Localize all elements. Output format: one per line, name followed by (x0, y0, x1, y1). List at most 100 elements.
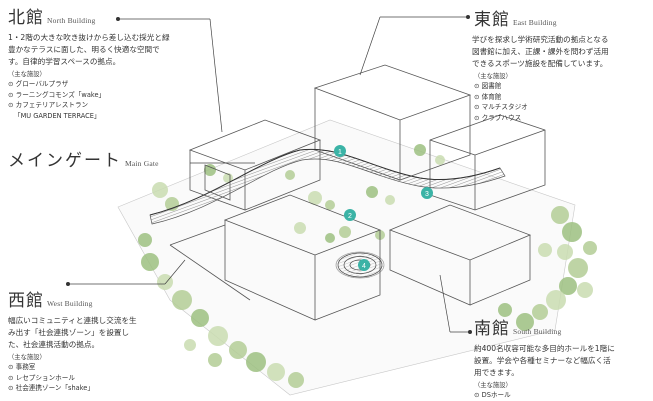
north-desc-line: 1・2階の大きな吹き抜けから差し込む採光と緑 (8, 32, 170, 42)
tree-icon (246, 352, 266, 372)
east-title-jp: 東館 (474, 10, 510, 30)
west-facility: ⊙ 社会連携ゾーン「shake」 (8, 384, 94, 393)
east-desc-line: 学びを探求し学術研究活動の拠点となる (472, 34, 609, 44)
tree-icon (184, 339, 196, 351)
south-desc-line: 約400名収容可能な多目的ホールを1階に (474, 343, 615, 353)
tree-icon (583, 241, 597, 255)
tree-icon (172, 290, 192, 310)
tree-icon (559, 277, 577, 295)
tree-icon (229, 341, 247, 359)
west-desc-line: み出す「社会連携ゾーン」を設置し (8, 327, 130, 337)
north-facility: 「MU GARDEN TERRACE」 (14, 111, 101, 120)
tree-icon (551, 206, 569, 224)
east-facility-label: （主な施設） (474, 72, 512, 80)
marker-3: 3 (421, 187, 433, 199)
tree-icon (208, 326, 228, 346)
marker-3-label: 3 (425, 191, 429, 198)
tree-icon (516, 313, 534, 331)
marker-2: 2 (344, 209, 356, 221)
tree-icon (562, 222, 582, 242)
tree-icon (339, 226, 351, 238)
trees-courtyard (294, 186, 395, 243)
north-facility: ⊙ ラーニングコモンズ「wake」 (8, 90, 106, 99)
tree-icon (208, 353, 222, 367)
marker-2-label: 2 (348, 213, 352, 220)
south-facility: ⊙ DSホール (474, 391, 511, 400)
west-title-jp: 西館 (8, 291, 44, 311)
tree-icon (267, 363, 285, 381)
leader-dots (66, 15, 472, 334)
west-description: 幅広いコミュニティと連携し交流を生 み出す「社会連携ゾーン」を設置し た、社会連… (8, 315, 188, 351)
east-desc-line: 図書館に加え、正課・課外を問わず活用 (472, 46, 609, 56)
north-facility: ⊙ グローバルプラザ (8, 80, 69, 89)
tree-icon (285, 170, 295, 180)
tree-icon (532, 304, 548, 320)
south-building-shape (388, 204, 532, 306)
west-title-en: West Building (47, 299, 93, 308)
tree-icon (538, 243, 552, 257)
tree-icon (498, 303, 512, 317)
east-description: 学びを探求し学術研究活動の拠点となる 図書館に加え、正課・課外を問わず活用 でき… (472, 34, 652, 70)
north-description: 1・2階の大きな吹き抜けから差し込む採光と緑 豊かなテラスに面した、明るく快適な… (8, 32, 223, 68)
west-facility-label: （主な施設） (8, 353, 46, 361)
south-facility-label: （主な施設） (474, 381, 512, 389)
leader-lines (68, 16, 470, 333)
west-facility: ⊙ 事務室 (8, 363, 36, 372)
tree-icon (325, 200, 335, 210)
tree-icon (366, 186, 378, 198)
tree-icon (141, 253, 159, 271)
west-desc-line: た、社会連携活動の拠点。 (8, 339, 100, 349)
south-title-jp: 南館 (474, 319, 510, 339)
trees-left (138, 182, 304, 388)
south-title-en: South Building (513, 327, 562, 336)
main-gate-en: Main Gate (125, 159, 159, 168)
tree-icon (138, 233, 152, 247)
north-title-jp: 北館 (8, 8, 44, 28)
west-facility: ⊙ レセプションホール (8, 373, 75, 382)
north-facility: ⊙ カフェテリアレストラン (8, 101, 89, 110)
tree-icon (568, 258, 588, 278)
marker-1: 1 (334, 145, 346, 157)
east-facility: ⊙ マルチスタジオ (474, 103, 528, 112)
tree-icon (546, 290, 566, 310)
south-desc-line: 用できます。 (474, 367, 519, 377)
south-desc-line: 設置。学会や各種セミナーなど幅広く活 (474, 355, 611, 365)
north-title-en: North Building (47, 16, 96, 25)
tree-icon (385, 195, 395, 205)
tree-icon (414, 144, 426, 156)
tree-icon (152, 182, 168, 198)
tree-icon (157, 274, 173, 290)
tree-icon (191, 309, 209, 327)
west-building-shape (169, 194, 382, 321)
main-gate-jp: メインゲート (8, 151, 122, 171)
trees-top (204, 144, 445, 183)
tree-icon (288, 372, 304, 388)
tree-icon (325, 233, 335, 243)
tree-icon (577, 282, 593, 298)
tree-icon (557, 244, 573, 260)
tree-icon (204, 164, 216, 176)
north-desc-line: 豊かなテラスに面した、明るく快適な空間で (8, 44, 160, 54)
marker-4-label: 4 (362, 263, 366, 270)
east-desc-line: できるスポーツ施設を配備しています。 (472, 58, 608, 68)
marker-4: 4 (358, 259, 370, 271)
east-facility: ⊙ 体育館 (474, 92, 502, 101)
trees-right (498, 206, 597, 331)
tree-icon (223, 173, 233, 183)
east-facility: ⊙ クラブハウス (474, 113, 522, 122)
tree-icon (308, 191, 322, 205)
north-desc-line: す。自律的学習スペースの拠点。 (8, 56, 121, 66)
south-description: 約400名収容可能な多目的ホールを1階に 設置。学会や各種セミナーなど幅広く活 … (474, 343, 652, 379)
north-facility-label: （主な施設） (8, 70, 46, 78)
marker-1-label: 1 (338, 149, 342, 156)
